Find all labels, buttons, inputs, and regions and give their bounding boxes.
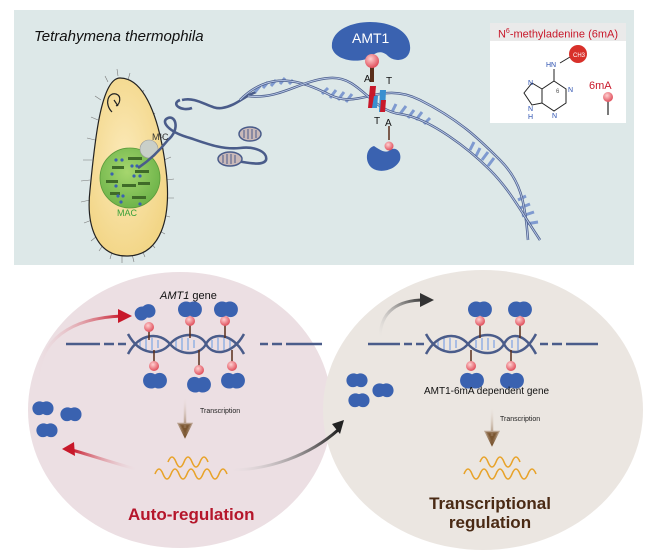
transcription-arrow-right — [483, 408, 501, 447]
mic-label: MIC — [152, 132, 169, 142]
base-label-a-bottom: A — [385, 118, 392, 129]
cross-arrowhead — [332, 420, 344, 434]
nucleosomes — [217, 126, 262, 167]
chromatin-fiber — [137, 90, 268, 170]
svg-text:6: 6 — [556, 89, 560, 95]
base-label-t-bottom: T — [374, 116, 381, 127]
oral-apparatus-icon — [107, 93, 121, 113]
legend-6ma-label: 6mA — [589, 80, 612, 92]
svg-text:CH3: CH3 — [573, 53, 586, 59]
amt1-gene-label: AMT1 gene — [160, 290, 217, 302]
dependent-gene-label: AMT1-6mA dependent gene — [424, 386, 550, 397]
svg-text:N: N — [528, 80, 533, 87]
amt1-protein-label: AMT1 — [352, 30, 390, 46]
feedback-arrowhead-up — [118, 309, 132, 323]
mrna-left — [154, 456, 228, 480]
feedback-arrowhead-down — [62, 442, 75, 456]
legend-6ma-marker-icon — [603, 92, 613, 102]
svg-text:HN: HN — [546, 62, 556, 69]
feedback-arrow-up — [36, 314, 123, 381]
feedback-arrow-down — [71, 448, 137, 471]
auto-regulation-circle — [28, 272, 332, 548]
dependent-gene-dna — [368, 333, 598, 355]
transcription-label-right: Transcription — [500, 416, 541, 423]
dependent-gene-bound-proteins — [460, 301, 532, 389]
regulation-arrowhead-up — [420, 293, 434, 307]
transcriptional-regulation-circle — [323, 270, 643, 550]
svg-text:H: H — [528, 114, 533, 121]
species-title: Tetrahymena thermophila — [34, 28, 204, 45]
chromatin-marks — [106, 157, 150, 199]
transcription-label-left: Transcription — [200, 408, 241, 415]
svg-text:N: N — [528, 106, 533, 113]
adenine-structure-icon: CH3 HN N N N N H 6 — [523, 45, 613, 121]
legend-title: N6-methyladenine (6mA) — [490, 23, 626, 41]
cross-arrow — [229, 428, 339, 472]
dna-double-helix — [239, 76, 542, 241]
svg-text:N: N — [552, 113, 557, 120]
transcription-arrow-left — [176, 398, 194, 439]
base-label-t-top: T — [386, 76, 393, 87]
amt1-gene-bound-proteins — [132, 301, 245, 393]
svg-text:N: N — [568, 87, 573, 94]
regulation-arrow-up — [378, 298, 425, 339]
mac-label: MAC — [117, 208, 137, 218]
base-label-a-top: A — [364, 74, 371, 85]
amt1-protein — [331, 22, 411, 82]
mrna-right — [463, 456, 537, 480]
amt1-protein-lower — [366, 126, 401, 171]
auto-regulation-title: Auto-regulation — [128, 505, 255, 524]
transcriptional-regulation-title: Transcriptional regulation — [429, 494, 551, 532]
